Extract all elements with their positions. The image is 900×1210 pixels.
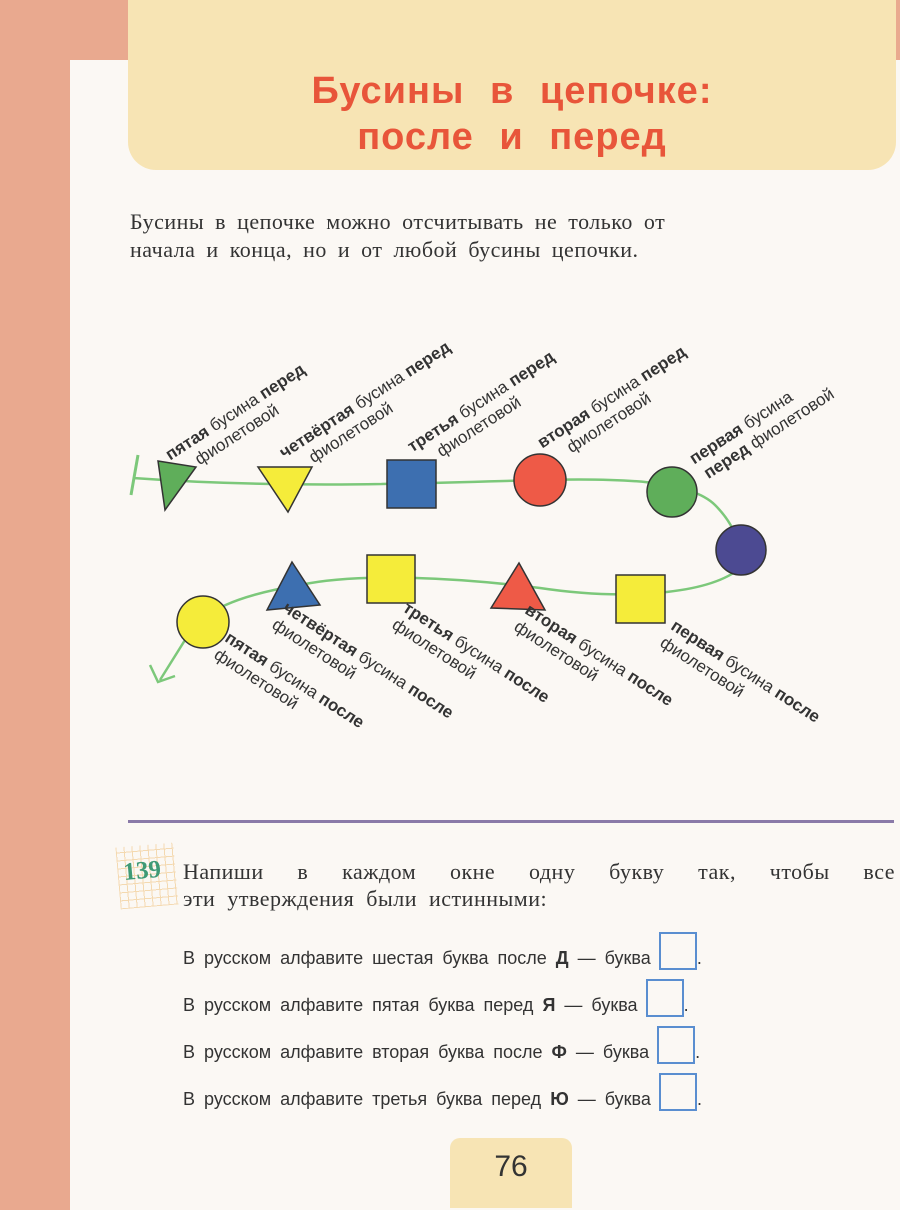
section-divider [128, 820, 894, 823]
page-title-line2: после и перед [357, 116, 667, 158]
instruction-line2: эти утверждения были истинными: [183, 886, 548, 911]
chain-end-arrow-icon [148, 664, 176, 684]
statement-suffix: — буква [575, 1042, 650, 1062]
period: . [696, 948, 702, 968]
exercise-number: 139 [122, 855, 163, 886]
bead-chain-diagram [129, 453, 767, 684]
statement-letter: Я [542, 995, 556, 1015]
period: . [696, 1089, 702, 1109]
statement-text: В русском алфавите третья буква перед [183, 1089, 542, 1109]
statement-suffix: — буква [577, 948, 651, 968]
statement-4: В русском алфавите третья буква перед Ю … [183, 1073, 702, 1111]
answer-box-4[interactable] [658, 1073, 697, 1111]
statement-letter: Ю [550, 1089, 569, 1109]
exercise-number-badge: 139 [115, 842, 179, 910]
intro-line2: начала и конца, но и от любой бусины цеп… [130, 237, 639, 262]
period: . [695, 1042, 701, 1062]
bead-green-circle [646, 466, 698, 518]
chain-start-mark [129, 454, 140, 496]
bead-yellow-square-2 [366, 554, 416, 604]
title-banner [128, 0, 896, 170]
statement-letter: Д [555, 948, 569, 968]
statement-text: В русском алфавите шестая буква после [183, 948, 547, 968]
page-title-line1: Бусины в цепочке: [311, 70, 713, 112]
statement-2: В русском алфавите пятая буква перед Я —… [183, 979, 689, 1017]
intro-text: Бусины в цепочке можно отсчитывать не то… [130, 208, 870, 264]
bead-blue-square [386, 459, 437, 509]
intro-line1: Бусины в цепочке можно отсчитывать не то… [130, 209, 666, 234]
bead-red-circle [513, 453, 567, 507]
page-number: 76 [450, 1138, 572, 1208]
statement-text: В русском алфавите вторая буква после [183, 1042, 543, 1062]
statement-suffix: — буква [577, 1089, 651, 1109]
bead-red-triangle [489, 561, 547, 611]
bead-blue-triangle [265, 560, 322, 611]
answer-box-2[interactable] [645, 979, 684, 1017]
statement-text: В русском алфавите пятая буква перед [183, 995, 534, 1015]
instruction-line1: Напиши в каждом окне одну букву так, что… [183, 859, 895, 884]
bead-green-triangle [157, 460, 198, 512]
bead-yellow-triangle [256, 466, 314, 514]
bead-yellow-circle [176, 595, 230, 649]
statement-letter: Ф [551, 1042, 567, 1062]
period: . [683, 995, 689, 1015]
answer-box-1[interactable] [658, 932, 697, 970]
statement-3: В русском алфавите вторая буква после Ф … [183, 1026, 700, 1064]
statement-suffix: — буква [564, 995, 638, 1015]
statement-1: В русском алфавите шестая буква после Д … [183, 932, 702, 970]
answer-box-3[interactable] [657, 1026, 696, 1064]
bead-violet-circle [715, 524, 767, 576]
exercise-instructions: Напиши в каждом окне одну букву так, что… [183, 858, 895, 912]
bead-yellow-square-1 [615, 574, 666, 624]
